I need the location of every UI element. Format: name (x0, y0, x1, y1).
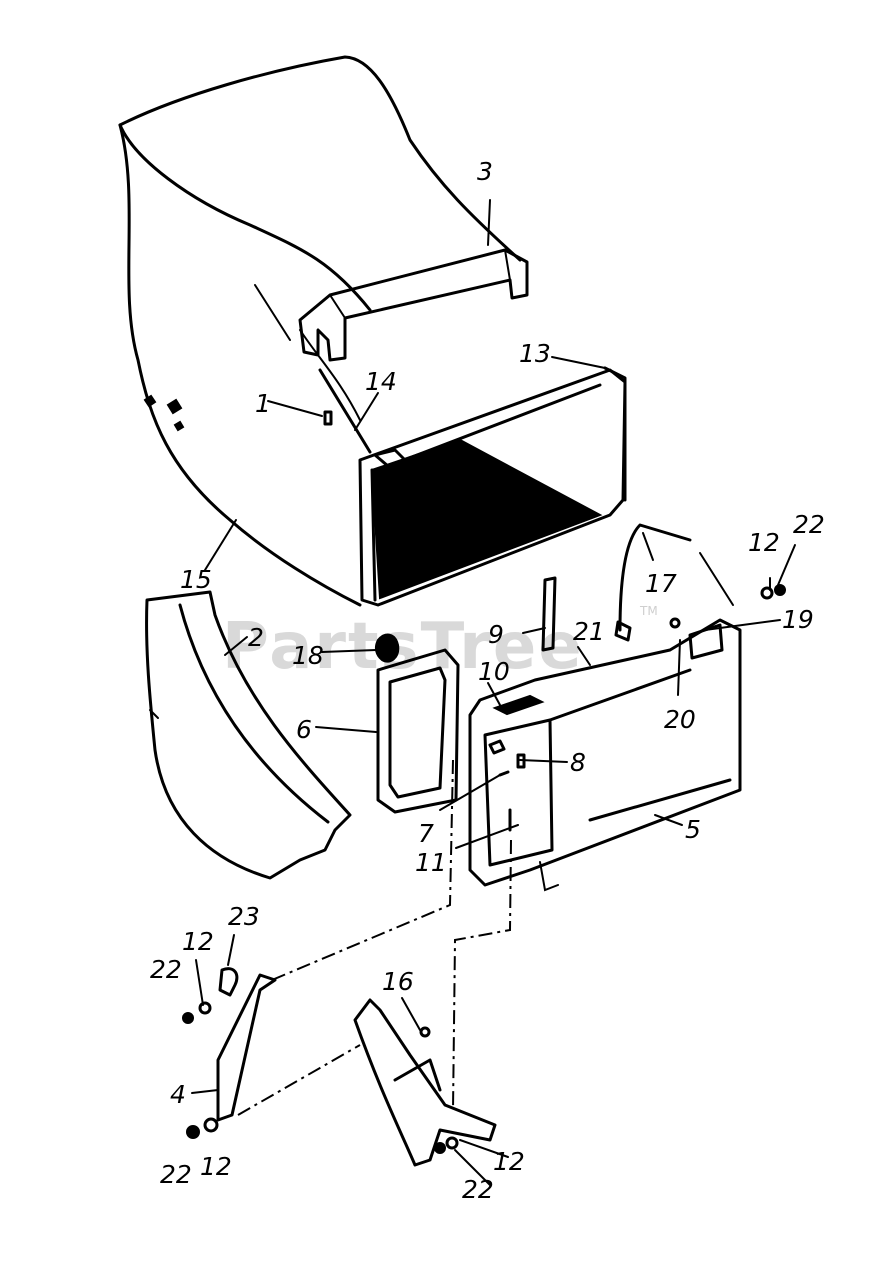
callout-12-bottom-left: 12 (200, 1152, 232, 1181)
callout-19: 19 (782, 605, 814, 634)
callout-13: 13 (519, 339, 551, 368)
screw (323, 410, 333, 426)
callouts: 3 13 14 1 15 2 18 6 9 21 10 17 12 22 19 … (150, 157, 825, 1204)
callout-3: 3 (477, 157, 493, 186)
hardware (182, 584, 786, 1154)
callout-21: 21 (573, 617, 605, 646)
watermark-tm: TM (639, 604, 658, 618)
lever-end (614, 620, 632, 642)
callout-14: 14 (365, 367, 397, 396)
watermark: PartsTree (222, 610, 584, 684)
callout-17: 17 (645, 569, 677, 598)
callout-1: 1 (255, 389, 271, 418)
callout-22-top: 22 (793, 510, 825, 539)
callout-15: 15 (180, 565, 212, 594)
callout-8: 8 (570, 748, 586, 777)
callout-18: 18 (292, 641, 324, 670)
callout-7: 7 (418, 819, 434, 848)
callout-22-left: 22 (150, 955, 182, 984)
callout-23: 23 (228, 902, 260, 931)
deflector (145, 590, 352, 880)
callout-22-bottom-left: 22 (160, 1160, 192, 1189)
callout-11: 11 (415, 848, 447, 877)
callout-16: 16 (382, 967, 414, 996)
mounting-plate (468, 618, 742, 892)
callout-20: 20 (664, 705, 696, 734)
callout-4: 4 (170, 1080, 186, 1109)
callout-12-left: 12 (182, 927, 214, 956)
callout-12-top: 12 (748, 528, 780, 557)
leader-lines (191, 199, 796, 1186)
callout-6: 6 (296, 715, 312, 744)
right-bracket (353, 998, 497, 1167)
lever-rod (618, 523, 692, 632)
callout-12-bottom-right: 12 (493, 1147, 525, 1176)
callout-2: 2 (248, 623, 264, 652)
grass-bag (118, 55, 522, 607)
bumper (374, 633, 400, 663)
left-bracket (216, 967, 277, 1122)
callout-5: 5 (685, 815, 701, 844)
callout-22-bottom-right: 22 (462, 1175, 494, 1204)
bag-frame (358, 366, 627, 607)
pin-rod (541, 576, 557, 652)
callout-9: 9 (488, 620, 504, 649)
callout-10: 10 (478, 657, 510, 686)
bag-handle (298, 248, 529, 362)
frame-rod (318, 368, 372, 454)
